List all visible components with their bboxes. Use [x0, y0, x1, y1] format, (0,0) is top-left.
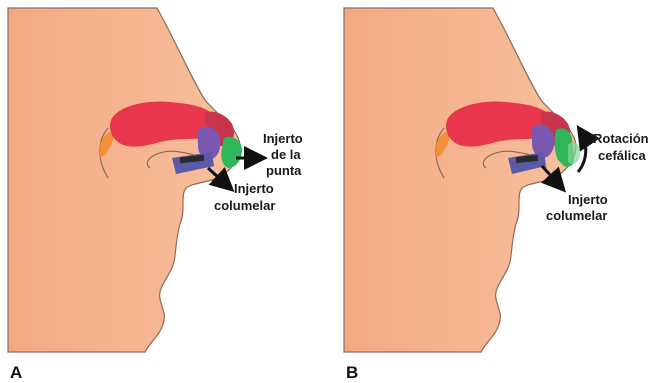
panel-b: Rotación cefálica Injerto columelar B	[344, 8, 649, 382]
tip-graft-shadow-b	[568, 143, 580, 164]
panel-a: Injerto de la punta Injerto columelar A	[8, 8, 303, 382]
rotation-label-line1-b: Rotación	[593, 131, 649, 146]
columellar-label-line1-b: Injerto	[568, 192, 608, 207]
columellar-label-line1-a: Injerto	[234, 181, 274, 196]
face-profile-a	[8, 8, 240, 352]
rotation-label-line2-b: cefálica	[598, 148, 646, 163]
face-profile-b	[344, 8, 576, 352]
tip-graft-label-line1-a: Injerto	[263, 131, 303, 146]
tip-graft-a	[221, 137, 242, 168]
panel-letter-b: B	[346, 363, 358, 382]
tip-graft-label-line3-a: punta	[266, 163, 302, 178]
tip-graft-label-line2-a: de la	[271, 147, 301, 162]
panel-letter-a: A	[10, 363, 22, 382]
columellar-label-line2-b: columelar	[546, 208, 607, 223]
columellar-label-line2-a: columelar	[214, 198, 275, 213]
